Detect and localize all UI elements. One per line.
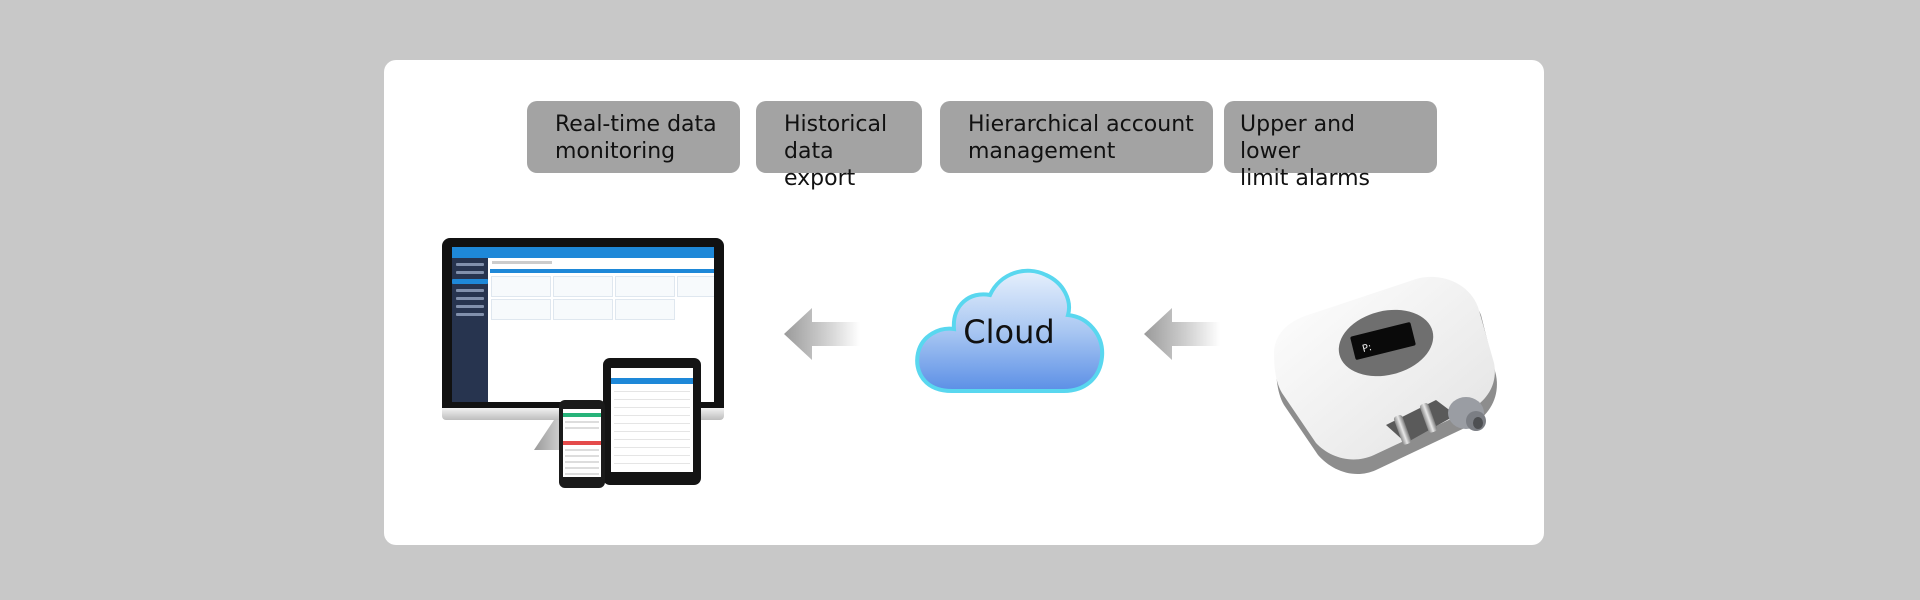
oled-display <box>1350 322 1416 360</box>
feature-realtime-monitoring: Real-time data monitoring <box>527 101 740 173</box>
diagram-card: Real-time data monitoring Historical dat… <box>384 60 1544 545</box>
monitor-image <box>442 238 724 450</box>
feature-label: Real-time data monitoring <box>555 112 717 164</box>
feature-historical-export: Historical data export <box>756 101 922 191</box>
dashboard-screen <box>452 247 714 402</box>
phone-screen <box>563 409 601 477</box>
tablet-screen <box>611 368 693 472</box>
arrow-left-icon <box>1144 308 1220 360</box>
arrow-left-icon <box>784 308 860 360</box>
feature-label: Hierarchical account management <box>968 112 1194 164</box>
pressure-sensor-image: P: <box>1274 276 1497 475</box>
tablet-image <box>603 358 701 485</box>
feature-hierarchical-accounts: Hierarchical account management <box>940 101 1213 173</box>
feature-label: Historical data export <box>784 112 888 191</box>
svg-text:P:: P: <box>1361 342 1373 355</box>
monitor-bezel <box>442 238 724 408</box>
dashboard-tiles <box>491 276 714 320</box>
dashboard-sidebar <box>452 258 488 402</box>
feature-limit-alarms: Upper and lower limit alarms <box>1224 101 1437 191</box>
dashboard-tabs <box>492 261 552 264</box>
feature-label: Upper and lower limit alarms <box>1240 112 1371 191</box>
dashboard-section-bar <box>490 269 714 273</box>
phone-image <box>559 400 605 488</box>
dashboard-topbar <box>452 247 714 258</box>
cloud-label: Cloud <box>963 313 1055 351</box>
cloud-icon: Cloud <box>912 263 1106 399</box>
